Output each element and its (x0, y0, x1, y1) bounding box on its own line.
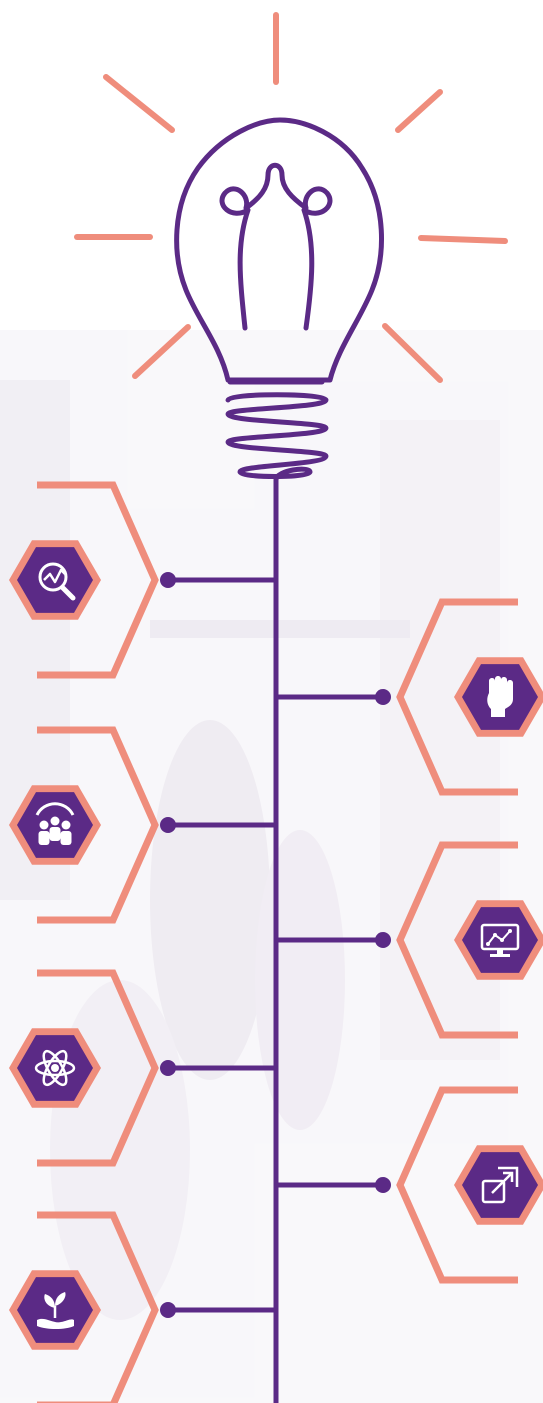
right-connector-dot (375, 932, 391, 948)
left-connector-dot (160, 817, 176, 833)
right-item-chevron (396, 598, 518, 796)
left-item-2 (9, 726, 159, 924)
backdrop-person-2 (255, 830, 345, 1130)
timeline-nodes (9, 481, 543, 1403)
right-item-3 (396, 1086, 543, 1284)
ray-bottom-right (382, 323, 443, 383)
left-connector-dot (160, 572, 176, 588)
right-item-chevron (396, 841, 518, 1039)
bulb-base (225, 379, 329, 483)
light-bulb-icon (174, 117, 384, 483)
atom-icon (34, 1049, 76, 1087)
monitor-graph-icon (480, 923, 520, 957)
right-connector-dot (375, 689, 391, 705)
right-item-2 (396, 841, 543, 1039)
ray-top-right (395, 89, 443, 133)
backdrop-person-1 (150, 720, 270, 1080)
left-item-chevron (37, 1211, 159, 1403)
ray-bottom-left (132, 324, 191, 379)
left-item-3 (9, 969, 159, 1167)
left-item-1 (9, 481, 159, 679)
ray-top-left (103, 74, 175, 133)
left-item-chevron (37, 481, 159, 679)
ray-right (418, 235, 508, 244)
chart-magnifier-icon (38, 562, 76, 601)
bulb-filament (219, 162, 333, 331)
bulb-rays (74, 12, 508, 383)
backdrop-shelf (150, 620, 410, 638)
right-item-chevron (396, 1086, 518, 1284)
left-connector-dot (160, 1302, 176, 1318)
left-item-4 (9, 1211, 159, 1403)
left-item-chevron (37, 969, 159, 1167)
team-people-icon (35, 802, 75, 845)
bulb-glass (174, 117, 384, 383)
timeline (160, 477, 391, 1403)
left-item-chevron (37, 726, 159, 924)
background-photo (0, 330, 543, 1403)
raised-fist-icon (487, 676, 513, 717)
expand-arrows-icon (481, 1166, 519, 1204)
right-item-1 (396, 598, 543, 796)
plant-hand-icon (37, 1292, 74, 1329)
left-connector-dot (160, 1060, 176, 1076)
right-connector-dot (375, 1177, 391, 1193)
